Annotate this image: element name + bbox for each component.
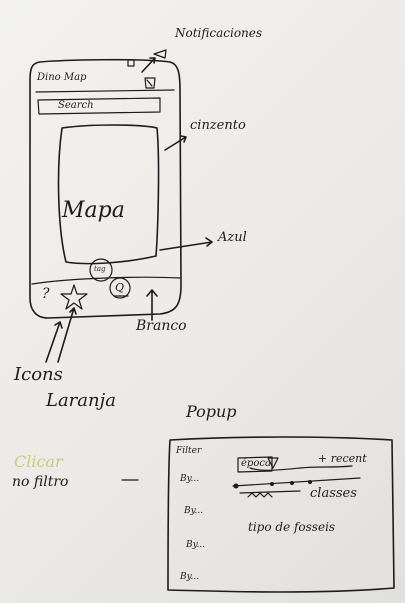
notification-bell-icon [127,49,167,67]
arrow-icons [45,307,77,363]
filter-badge-label: Q [115,281,125,294]
arrow-branco [146,289,158,321]
notification-icon[interactable] [144,77,156,89]
slider-line-1[interactable] [232,477,361,487]
arrow-azul [159,237,213,251]
app-title: Dino Map [37,72,87,83]
slider-dot[interactable] [290,481,294,485]
search-label: Search [58,100,94,111]
bottom-bar-divider [31,276,181,285]
tag-label: tag [94,265,106,273]
popup-row-2[interactable]: By... [184,506,204,516]
clicar-annotation: Clicar [14,452,63,471]
popup-filter-label: Filter [176,446,202,456]
scribble [249,465,353,471]
star-icon[interactable] [60,284,88,310]
help-icon[interactable]: ? [42,286,50,302]
arrow-cinzento [164,135,187,151]
slider-dot[interactable] [233,483,239,489]
notification-annotation: Notificaciones [175,26,263,40]
map-area[interactable] [57,124,160,265]
popup-tipo[interactable]: tipo de fosseis [248,520,336,534]
azul-annotation: Azul [218,230,247,245]
popup-row-4[interactable]: By... [180,572,200,582]
header-divider [35,89,175,93]
icons-annotation: Icons [14,364,63,385]
slider-line-2[interactable] [239,490,301,494]
no-filtro-annotation: no filtro [12,474,69,490]
popup-row-3[interactable]: By... [186,540,206,550]
arrow-notification [141,57,156,73]
epoca-box[interactable] [237,456,273,473]
popup-row-1[interactable]: By... [180,474,200,484]
popup-title: Popup [186,402,237,421]
search-box[interactable] [37,97,161,115]
popup-box [167,436,395,593]
popup-epoca[interactable]: época [241,458,271,469]
filter-circle[interactable] [109,277,131,299]
map-label: Mapa [62,198,125,223]
slider-marker[interactable] [267,457,279,469]
popup-recent[interactable]: + recent [318,452,367,465]
popup-classes[interactable]: classes [310,486,357,501]
branco-annotation: Branco [136,318,187,334]
tag-bubble[interactable] [89,258,113,282]
slider-dot[interactable] [308,480,312,484]
laranja-annotation: Laranja [46,390,116,411]
scribble-2 [247,492,273,498]
cinzento-annotation: cinzento [190,118,246,133]
slider-dot[interactable] [270,482,274,486]
